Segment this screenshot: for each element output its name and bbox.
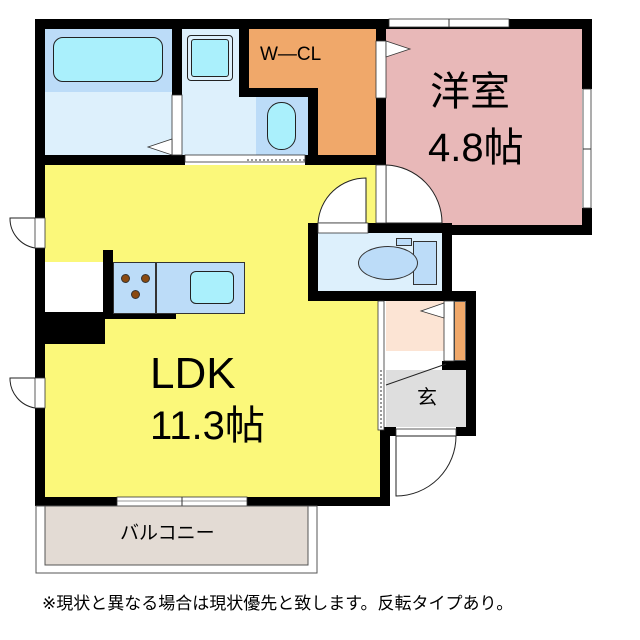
wall-toilet-left xyxy=(308,223,318,301)
wall-top-left xyxy=(35,19,386,29)
kitchen-counter-sink xyxy=(156,262,245,314)
washbasin xyxy=(267,102,296,150)
wall-hall-left xyxy=(376,291,386,301)
kitchen-sink xyxy=(190,271,234,304)
stove-burner-icon xyxy=(131,290,140,299)
wall-western-right xyxy=(582,19,592,89)
wall-shoe-bottom xyxy=(442,361,476,370)
wall-wcl-left xyxy=(239,29,249,97)
wall-wcl-inner xyxy=(308,88,318,165)
wall-washroom-bottom xyxy=(305,155,386,165)
western-room-label: 洋室 xyxy=(430,69,510,115)
wall-wcl-step xyxy=(239,88,318,97)
wall-western-right2 xyxy=(582,208,592,235)
balcony-label: バルコニー xyxy=(120,522,215,544)
wall-left xyxy=(35,19,45,497)
wall-wcl-right2 xyxy=(376,98,386,165)
wall-western-bottom xyxy=(442,225,592,235)
bath-washing-area xyxy=(45,92,172,155)
shoe-cabinet xyxy=(454,301,466,361)
wcl-room-lower xyxy=(318,88,376,156)
wall-kitchen-block xyxy=(45,312,105,344)
wall-toilet-right xyxy=(442,225,452,301)
kitchen-storage xyxy=(45,262,103,312)
washroom-sink xyxy=(187,35,233,81)
ldk-size: 11.3帖 xyxy=(150,404,265,448)
washroom-lower xyxy=(239,97,256,156)
wall-wcl-right xyxy=(376,29,386,41)
wall-kitchen-bottom xyxy=(103,312,176,319)
entrance-label: 玄 xyxy=(417,385,437,409)
toilet-bowl xyxy=(358,246,418,280)
wcl-label: W—CL xyxy=(260,44,322,65)
bathtub xyxy=(53,37,163,82)
kitchen-counter-stove xyxy=(113,262,156,314)
stove-burner-icon xyxy=(141,274,150,283)
wall-toilet-top2 xyxy=(368,223,452,233)
footer-note: ※現状と異なる場合は現状優先と致します。反転タイプあり。 xyxy=(42,594,514,614)
wall-entrance-bottom2 xyxy=(456,427,476,436)
wall-bath-washroom xyxy=(172,29,182,95)
wall-kitchen-post xyxy=(103,250,113,312)
ldk-label: LDK xyxy=(150,349,236,398)
entrance-room xyxy=(386,370,466,427)
balcony-area xyxy=(45,506,308,565)
wall-bath-bottom xyxy=(35,155,185,165)
western-room-size: 4.8帖 xyxy=(428,126,524,170)
wcl-room xyxy=(249,29,376,88)
wall-toilet-bottom xyxy=(308,291,476,301)
toilet-lid xyxy=(396,238,412,246)
wall-ldk-right xyxy=(380,430,390,506)
stove-burner-icon xyxy=(121,274,130,283)
